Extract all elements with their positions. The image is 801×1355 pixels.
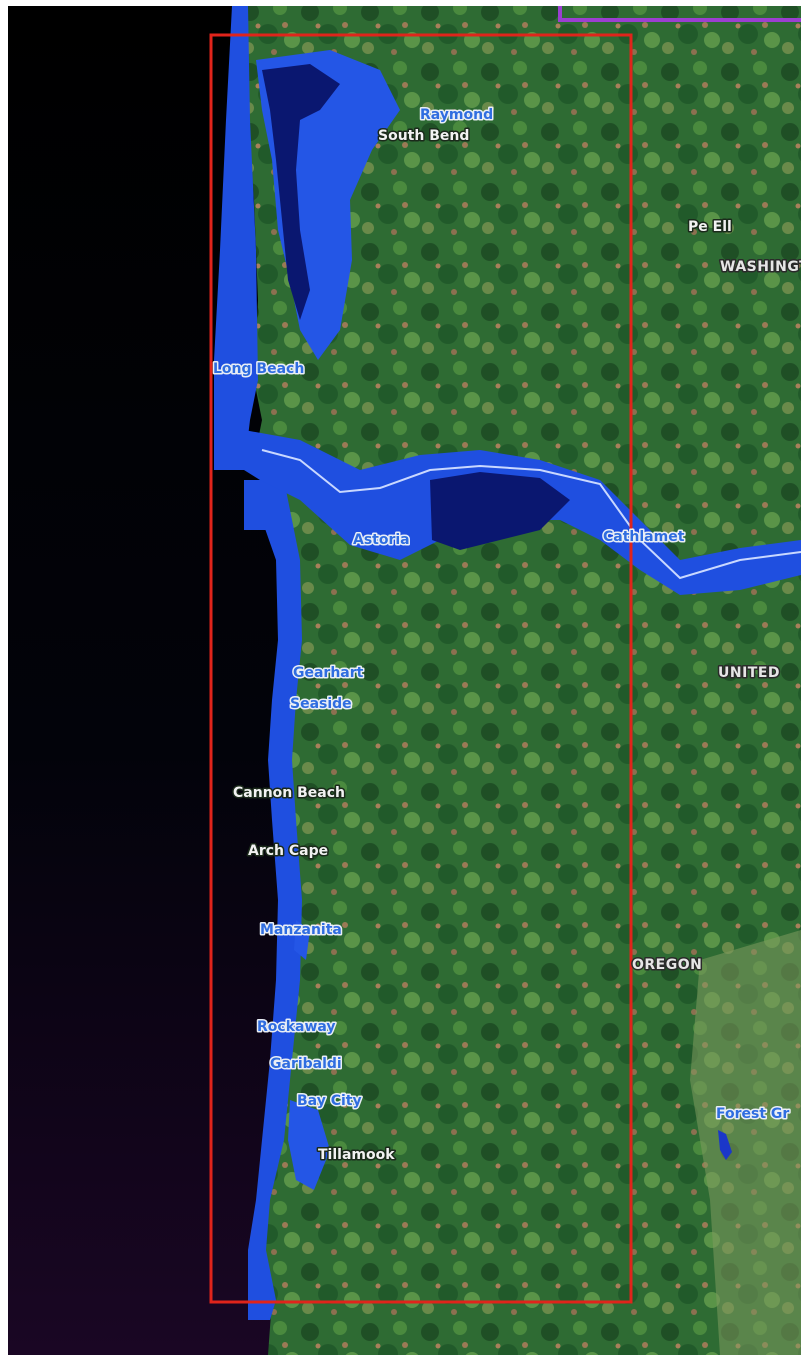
coastal-water-south: [248, 480, 302, 1320]
place-label-pe-ell[interactable]: Pe Ell: [687, 218, 734, 237]
place-label-astoria[interactable]: Astoria: [352, 531, 412, 550]
place-label-cathlamet[interactable]: Cathlamet: [602, 528, 687, 547]
land-area: [248, 6, 801, 1355]
lake-icon: [718, 1130, 732, 1160]
place-labels: Raymond South Bend Pe Ell WASHINGTON Lon…: [212, 106, 801, 1165]
place-label-tillamook[interactable]: Tillamook: [317, 1146, 397, 1165]
place-label-forest-grove[interactable]: Forest Gr: [715, 1105, 791, 1124]
coastal-water-north: [214, 6, 258, 470]
tillamook-bay: [288, 1100, 330, 1190]
place-label-bay-city[interactable]: Bay City: [296, 1092, 364, 1111]
columbia-river-deep: [430, 472, 570, 550]
columbia-river-channel: [261, 449, 801, 580]
place-label-manzanita[interactable]: Manzanita: [259, 921, 344, 940]
place-label-washington[interactable]: WASHINGTON: [719, 258, 801, 277]
place-label-rockaway[interactable]: Rockaway: [256, 1018, 338, 1037]
place-label-gearhart[interactable]: Gearhart: [292, 664, 366, 683]
place-label-garibaldi[interactable]: Garibaldi: [269, 1055, 344, 1074]
place-label-oregon[interactable]: OREGON: [631, 956, 704, 975]
nehalem-bay: [294, 920, 310, 960]
place-label-south-bend[interactable]: South Bend: [377, 127, 471, 146]
place-label-raymond[interactable]: Raymond: [419, 106, 495, 125]
study-area-boundary: [209, 33, 633, 1304]
place-label-cannon-beach[interactable]: Cannon Beach: [232, 784, 347, 803]
willapa-bay-deep: [262, 64, 340, 320]
place-label-long-beach[interactable]: Long Beach: [212, 360, 306, 379]
coastal-water-block: [244, 480, 280, 530]
place-label-united[interactable]: UNITED: [717, 664, 782, 683]
place-label-seaside[interactable]: Seaside: [289, 695, 354, 714]
place-label-arch-cape[interactable]: Arch Cape: [247, 842, 330, 861]
state-border: [558, 6, 801, 22]
farmland-area: [690, 930, 801, 1355]
